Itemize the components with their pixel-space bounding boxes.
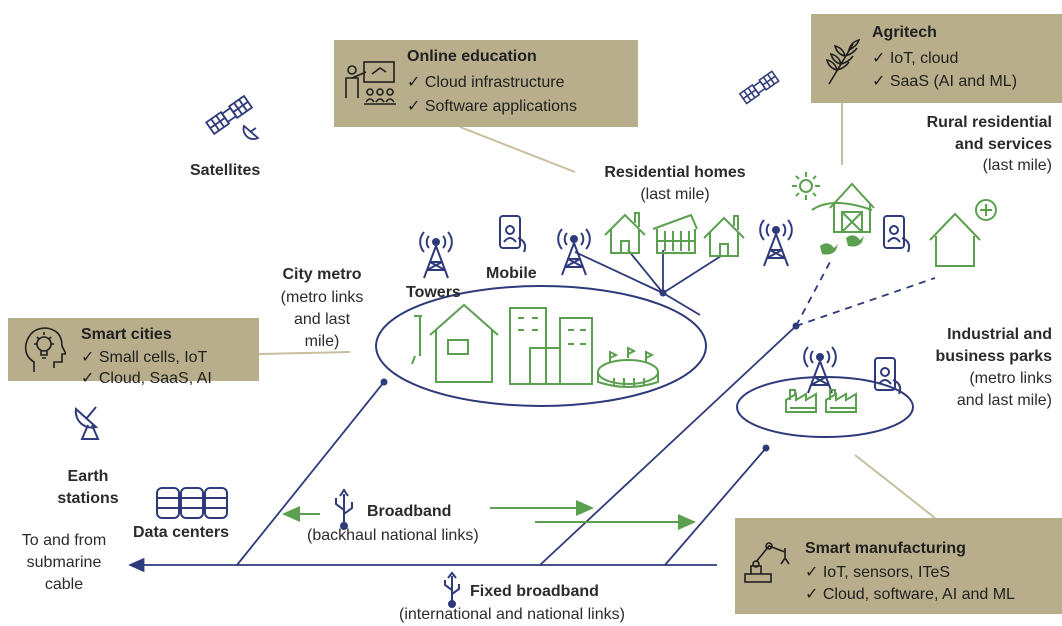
online-education-item: ✓ Cloud infrastructure (407, 74, 565, 91)
online-education-title: Online education (407, 48, 537, 65)
smart-cities-box: Smart cities ✓ Small cells, IoT ✓ Cloud,… (8, 318, 259, 387)
node-industrial (762, 444, 770, 452)
earth-stations-line1: Earth (67, 468, 109, 485)
house-icon-3 (703, 215, 745, 257)
clinic-house-icon (929, 199, 997, 267)
chicken-icon (820, 235, 864, 255)
city-metro-line3: mile) (304, 333, 340, 350)
submarine-line1: To and from (21, 532, 107, 549)
smart-cities-item: ✓ Small cells, IoT (81, 349, 208, 366)
smart-manufacturing-title: Smart manufacturing (805, 540, 966, 557)
residential-title: Residential homes (604, 164, 746, 181)
barn-icon (811, 182, 875, 233)
industrial-label-line3: (metro links (969, 370, 1052, 387)
smart-manufacturing-box: Smart manufacturing ✓ IoT, sensors, ITeS… (735, 518, 1062, 614)
network-lines (128, 249, 936, 573)
mobile-label: Mobile (486, 265, 537, 282)
node-rural (792, 322, 800, 330)
rural-label-line2: and services (955, 136, 1052, 153)
industrial-label-line2: business parks (935, 348, 1053, 365)
data-centers-label: Data centers (133, 524, 230, 541)
usb-icon-2 (444, 571, 460, 608)
head-lightbulb-icon (24, 327, 66, 372)
satellite-icon-2 (739, 70, 780, 105)
smart-cities-connector (258, 351, 351, 355)
sun-icon (792, 172, 820, 200)
towers-label: Towers (406, 284, 461, 301)
smart-manufacturing-item: ✓ IoT, sensors, ITeS (805, 564, 951, 581)
submarine-line2: submarine (26, 554, 102, 571)
agritech-title: Agritech (872, 24, 937, 41)
teacher-classroom-icon (345, 61, 396, 105)
house-icon-1 (604, 212, 646, 254)
node-city (380, 378, 388, 386)
city-buildings (411, 303, 659, 388)
agritech-box: Agritech ✓ IoT, cloud ✓ SaaS (AI and ML) (811, 14, 1062, 103)
industrial-label-line4: and last mile) (956, 392, 1052, 409)
industrial-label-line1: Industrial and (947, 326, 1052, 343)
smart-manufacturing-item: ✓ Cloud, software, AI and ML (805, 586, 1015, 603)
rural-label-line3: (last mile) (982, 157, 1052, 174)
earth-stations-line2: stations (57, 490, 119, 507)
online-education-item: ✓ Software applications (407, 98, 577, 115)
city-metro-line1: (metro links (280, 289, 364, 306)
factory-icon (785, 389, 857, 413)
broadband-title: Broadband (367, 503, 452, 520)
satellites-label: Satellites (190, 162, 261, 179)
smart-cities-item: ✓ Cloud, SaaS, AI (81, 370, 212, 387)
city-metro-title: City metro (282, 266, 362, 283)
phone-icon-rural (883, 215, 911, 253)
tower-icon-city (419, 231, 453, 279)
robot-arm-icon (744, 542, 790, 583)
manufacturing-connector (854, 454, 936, 519)
fixed-broadband-subtitle: (international and national links) (399, 606, 625, 623)
agritech-item: ✓ SaaS (AI and ML) (872, 73, 1018, 90)
smart-cities-title: Smart cities (81, 326, 172, 343)
broadband-arrows (282, 500, 696, 530)
tower-icon-res (557, 228, 591, 276)
node-residential (659, 289, 667, 297)
fixed-broadband-title: Fixed broadband (470, 583, 599, 600)
phone-icon-mobile (499, 215, 527, 253)
city-metro-line2: and last (293, 311, 351, 328)
broadband-subtitle: (backhaul national links) (307, 527, 479, 544)
usb-icon (335, 488, 353, 530)
data-center-icon (156, 487, 228, 519)
satellite-icon (205, 95, 260, 140)
agritech-item: ✓ IoT, cloud (872, 50, 959, 67)
wheat-icon (825, 38, 861, 85)
tower-icon-industrial (803, 346, 837, 394)
city-metro-ellipse (375, 285, 707, 407)
edu-connector (459, 126, 576, 173)
earth-station-icon (74, 406, 100, 440)
house-icon-2 (652, 213, 698, 254)
submarine-line3: cable (44, 576, 84, 593)
tower-icon-rural (759, 219, 793, 267)
residential-subtitle: (last mile) (640, 186, 710, 203)
rural-label-line1: Rural residential (926, 114, 1052, 131)
online-education-box: Online education ✓ Cloud infrastructure … (334, 40, 638, 127)
